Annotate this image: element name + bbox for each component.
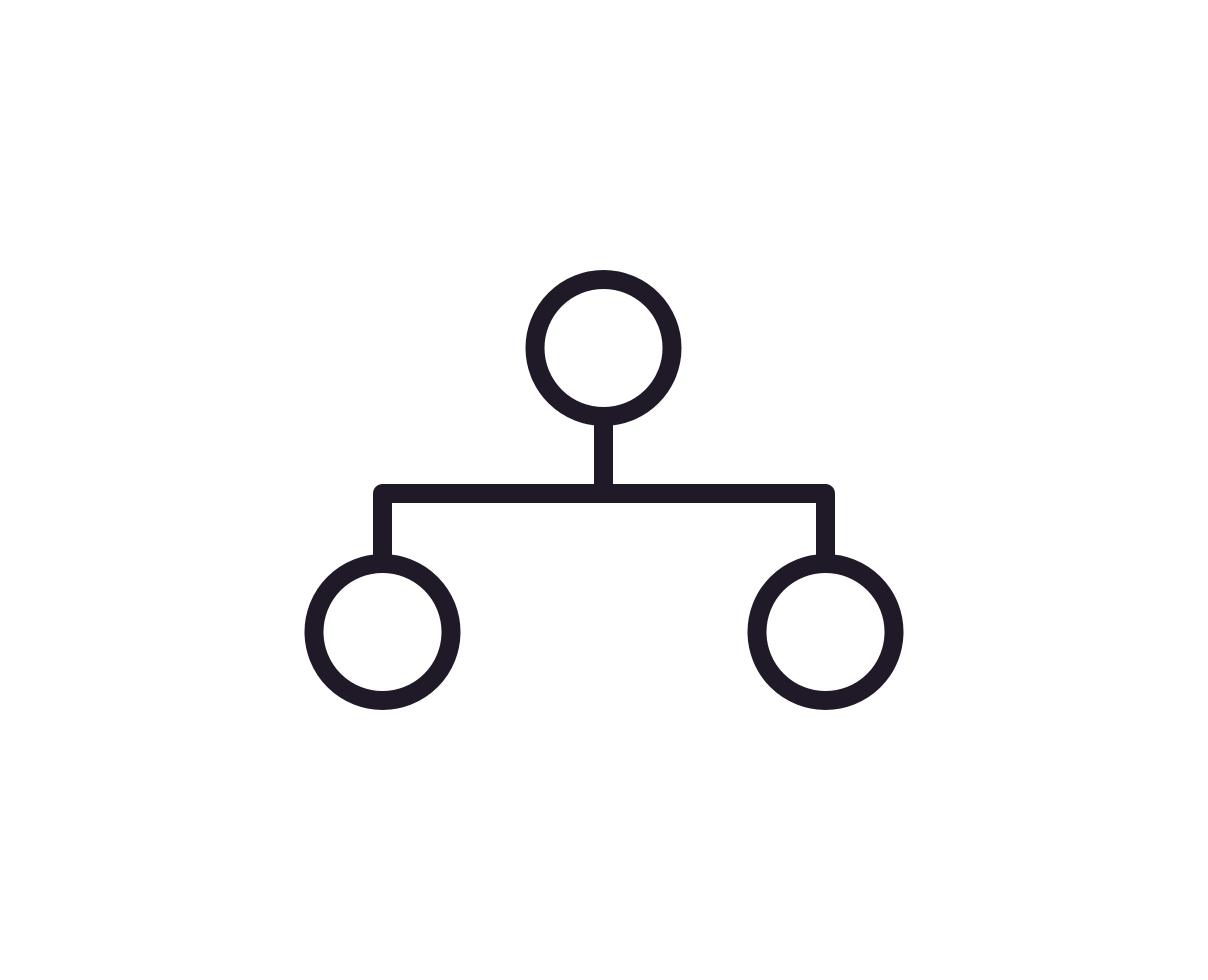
branch-connector-line	[373, 484, 835, 564]
child-right-node-circle	[747, 554, 904, 710]
child-left-node-circle	[304, 554, 461, 710]
parent-node-circle	[525, 270, 682, 426]
